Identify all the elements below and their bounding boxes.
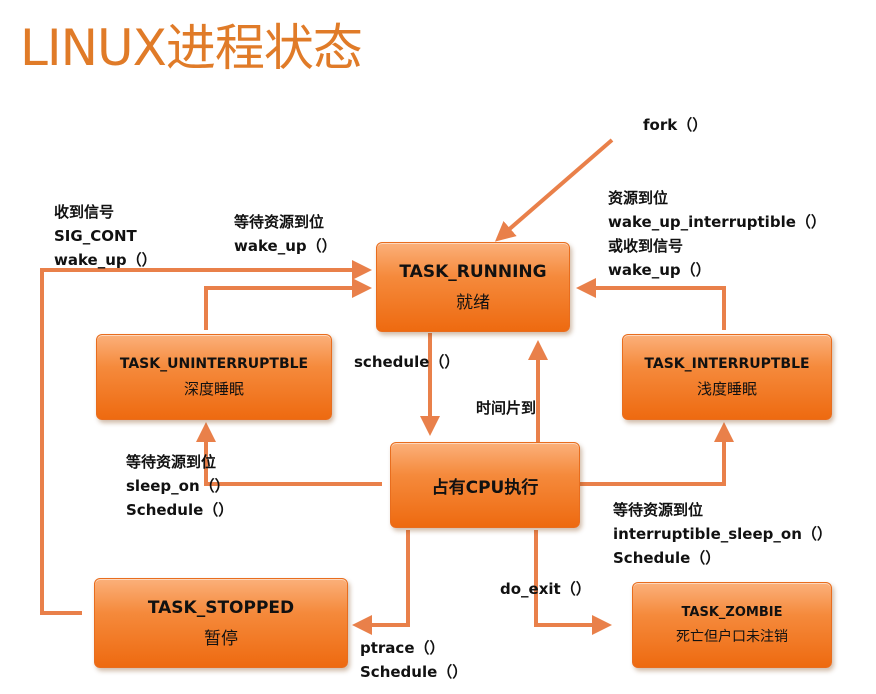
label-ptrace-line-2: Schedule（） <box>360 663 468 681</box>
label-signal-cont: 收到信号 SIG_CONT wake_up（） <box>54 200 157 272</box>
label-schedule-text: schedule（） <box>354 353 460 371</box>
state-cpu-executing: 占有CPU执行 <box>390 442 580 528</box>
label-wakeup-int-line-3: 或收到信号 <box>608 237 684 255</box>
arrow-interruptible-to-running <box>576 278 726 330</box>
state-running-name: TASK_RUNNING <box>399 261 547 282</box>
label-int-sleep-line-3: Schedule（） <box>613 549 721 567</box>
label-wait-wakeup: 等待资源到位 wake_up（） <box>234 210 337 258</box>
label-schedule: schedule（） <box>354 350 459 374</box>
state-task-uninterruptible: TASK_UNINTERRUPTBLE 深度睡眠 <box>96 334 332 420</box>
label-sleep-on-line-2: sleep_on（） <box>126 477 230 495</box>
arrow-uninterruptible-to-running <box>204 278 372 330</box>
label-ptrace-line-1: ptrace（） <box>360 639 445 657</box>
state-task-zombie: TASK_ZOMBIE 死亡但户口未注销 <box>632 582 832 668</box>
state-uninterruptible-name: TASK_UNINTERRUPTBLE <box>119 355 309 372</box>
label-int-sleep-line-1: 等待资源到位 <box>613 501 704 519</box>
state-task-stopped: TASK_STOPPED 暂停 <box>94 578 348 668</box>
label-sleep-on: 等待资源到位 sleep_on（） Schedule（） <box>126 450 233 522</box>
state-interruptible-name: TASK_INTERRUPTBLE <box>644 355 810 372</box>
state-task-running: TASK_RUNNING 就绪 <box>376 242 570 332</box>
label-int-sleep-line-2: interruptible_sleep_on（） <box>613 525 832 543</box>
state-task-interruptible: TASK_INTERRUPTBLE 浅度睡眠 <box>622 334 832 420</box>
state-cpu-name: 占有CPU执行 <box>431 477 539 498</box>
arrow-cpu-to-interruptible <box>580 422 734 486</box>
label-signal-line-3: wake_up（） <box>54 251 157 269</box>
arrow-stopped-to-running <box>40 260 372 615</box>
label-fork-text: fork（） <box>643 116 708 134</box>
state-stopped-name: TASK_STOPPED <box>147 597 295 618</box>
label-timeslice: 时间片到 <box>476 396 536 420</box>
arrow-cpu-to-stopped <box>352 530 410 635</box>
state-zombie-name: TASK_ZOMBIE <box>681 604 783 620</box>
label-timeslice-text: 时间片到 <box>476 399 537 417</box>
label-wait-wakeup-line-1: 等待资源到位 <box>234 213 325 231</box>
label-interruptible-sleep-on: 等待资源到位 interruptible_sleep_on（） Schedule… <box>613 498 832 570</box>
label-wakeup-int-line-4: wake_up（） <box>608 261 711 279</box>
arrow-fork-to-running <box>494 138 614 242</box>
label-wakeup-int-line-1: 资源到位 <box>608 189 669 207</box>
label-do-exit: do_exit（） <box>500 577 591 601</box>
state-interruptible-desc: 浅度睡眠 <box>696 379 757 398</box>
state-stopped-desc: 暂停 <box>204 628 238 649</box>
label-do-exit-text: do_exit（） <box>500 580 591 598</box>
arrow-cpu-to-zombie <box>534 530 612 635</box>
state-running-desc: 就绪 <box>456 292 490 313</box>
label-signal-line-2: SIG_CONT <box>54 227 137 245</box>
state-uninterruptible-desc: 深度睡眠 <box>183 379 244 398</box>
page-title: LINUX进程状态 <box>20 19 363 77</box>
label-fork: fork（） <box>643 113 707 137</box>
label-sleep-on-line-3: Schedule（） <box>126 501 234 519</box>
label-wakeup-int-line-2: wake_up_interruptible（） <box>608 213 826 231</box>
state-zombie-desc: 死亡但户口未注销 <box>676 628 788 645</box>
label-wait-wakeup-line-2: wake_up（） <box>234 237 337 255</box>
label-wakeup-interruptible: 资源到位 wake_up_interruptible（） 或收到信号 wake_… <box>608 186 826 282</box>
label-signal-line-1: 收到信号 <box>54 203 115 221</box>
label-ptrace: ptrace（） Schedule（） <box>360 636 467 684</box>
label-sleep-on-line-1: 等待资源到位 <box>126 453 217 471</box>
arrow-cpu-to-uninterruptible <box>196 422 382 486</box>
